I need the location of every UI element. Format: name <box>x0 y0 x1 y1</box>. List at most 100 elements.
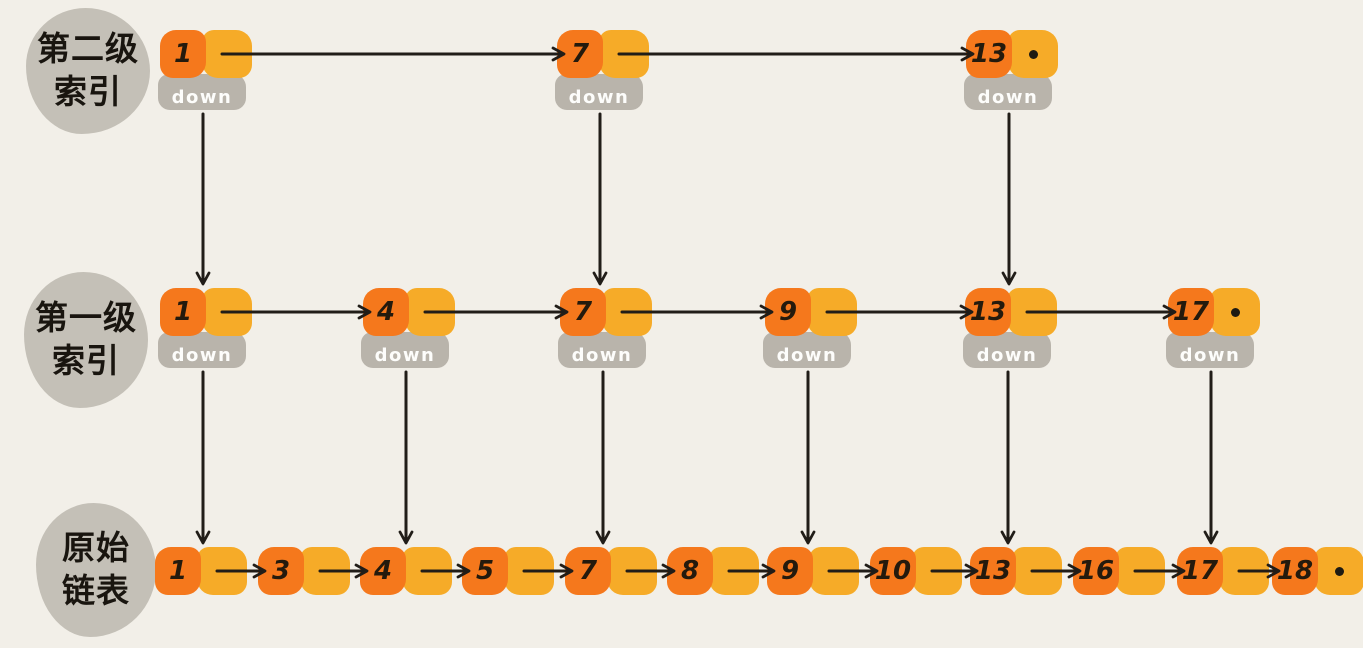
node-value: 9 <box>780 556 800 586</box>
node-value-cell: 1 <box>160 288 206 336</box>
node-pointer-cell <box>504 547 554 595</box>
node-value-cell: 5 <box>462 547 508 595</box>
node-value: 7 <box>573 297 593 327</box>
node-value-cell: 16 <box>1073 547 1119 595</box>
node-4: 4 <box>363 288 455 336</box>
null-pointer-dot <box>1334 566 1344 576</box>
node-10: 10 <box>870 547 962 595</box>
node-value-cell: 4 <box>363 288 409 336</box>
node-7: 7 <box>557 30 649 78</box>
node-value: 18 <box>1276 556 1314 586</box>
node-7: 7 <box>565 547 657 595</box>
down-pointer: down <box>158 332 246 368</box>
down-label: down <box>776 345 838 366</box>
node-pointer-cell <box>912 547 962 595</box>
row-label-line: 索引 <box>54 72 122 111</box>
node-13: 13 <box>965 288 1057 336</box>
node-pointer-cell <box>709 547 759 595</box>
node-pointer-cell <box>197 547 247 595</box>
node-value-cell: 13 <box>965 288 1011 336</box>
node-pointer-cell <box>1008 30 1058 78</box>
node-5: 5 <box>462 547 554 595</box>
down-label: down <box>171 345 233 366</box>
node-pointer-cell <box>602 288 652 336</box>
node-value-cell: 13 <box>966 30 1012 78</box>
original-linked-list-label: 原始链表 <box>36 503 156 637</box>
node-pointer-cell <box>202 30 252 78</box>
node-value-cell: 10 <box>870 547 916 595</box>
node-pointer-cell <box>300 547 350 595</box>
node-pointer-cell <box>1314 547 1363 595</box>
row-label-line: 链表 <box>62 571 130 610</box>
node-value-cell: 9 <box>767 547 813 595</box>
node-9: 9 <box>767 547 859 595</box>
down-label: down <box>977 87 1039 108</box>
node-value: 4 <box>376 297 396 327</box>
node-value: 13 <box>969 297 1007 327</box>
down-label: down <box>976 345 1038 366</box>
node-16: 16 <box>1073 547 1165 595</box>
row-label-line: 第二级 <box>37 29 139 69</box>
node-value: 7 <box>578 556 598 586</box>
node-8: 8 <box>667 547 759 595</box>
down-label: down <box>171 87 233 108</box>
down-pointer: down <box>763 332 851 368</box>
node-value: 17 <box>1181 556 1219 586</box>
node-pointer-cell <box>607 547 657 595</box>
node-value: 1 <box>173 297 193 327</box>
node-value: 8 <box>680 556 700 586</box>
node-9: 9 <box>765 288 857 336</box>
node-13: 13 <box>970 547 1062 595</box>
null-pointer-dot <box>1028 49 1038 59</box>
down-pointer: down <box>964 74 1052 110</box>
down-label: down <box>571 345 633 366</box>
down-label: down <box>568 87 630 108</box>
node-17: 17 <box>1168 288 1260 336</box>
node-value-cell: 7 <box>557 30 603 78</box>
node-pointer-cell <box>807 288 857 336</box>
node-value-cell: 7 <box>560 288 606 336</box>
node-pointer-cell <box>1219 547 1269 595</box>
node-pointer-cell <box>809 547 859 595</box>
row-label-line: 原始 <box>62 528 130 568</box>
node-17: 17 <box>1177 547 1269 595</box>
node-pointer-cell <box>1115 547 1165 595</box>
node-value: 1 <box>168 556 188 586</box>
node-value: 13 <box>970 39 1008 69</box>
node-1: 1 <box>155 547 247 595</box>
node-7: 7 <box>560 288 652 336</box>
first-level-index-label: 第一级索引 <box>24 272 148 408</box>
node-value-cell: 1 <box>160 30 206 78</box>
node-1: 1 <box>160 288 252 336</box>
node-value: 7 <box>570 39 590 69</box>
node-3: 3 <box>258 547 350 595</box>
node-value: 3 <box>271 556 291 586</box>
row-label-line: 索引 <box>52 341 120 380</box>
node-value: 16 <box>1077 556 1115 586</box>
down-pointer: down <box>158 74 246 110</box>
node-value-cell: 3 <box>258 547 304 595</box>
down-label: down <box>1179 345 1241 366</box>
down-pointer: down <box>555 74 643 110</box>
node-value-cell: 1 <box>155 547 201 595</box>
down-pointer: down <box>558 332 646 368</box>
down-pointer: down <box>963 332 1051 368</box>
node-pointer-cell <box>599 30 649 78</box>
node-value-cell: 13 <box>970 547 1016 595</box>
node-pointer-cell <box>202 288 252 336</box>
row-label-line: 第一级 <box>35 298 137 338</box>
node-value: 5 <box>475 556 495 586</box>
node-18: 18 <box>1272 547 1363 595</box>
node-pointer-cell <box>402 547 452 595</box>
down-pointer: down <box>361 332 449 368</box>
down-label: down <box>374 345 436 366</box>
node-value-cell: 17 <box>1168 288 1214 336</box>
node-value: 1 <box>173 39 193 69</box>
node-value-cell: 17 <box>1177 547 1223 595</box>
node-value: 4 <box>373 556 393 586</box>
node-4: 4 <box>360 547 452 595</box>
second-level-index-label: 第二级索引 <box>26 8 150 134</box>
node-value-cell: 4 <box>360 547 406 595</box>
down-pointer: down <box>1166 332 1254 368</box>
node-value-cell: 9 <box>765 288 811 336</box>
